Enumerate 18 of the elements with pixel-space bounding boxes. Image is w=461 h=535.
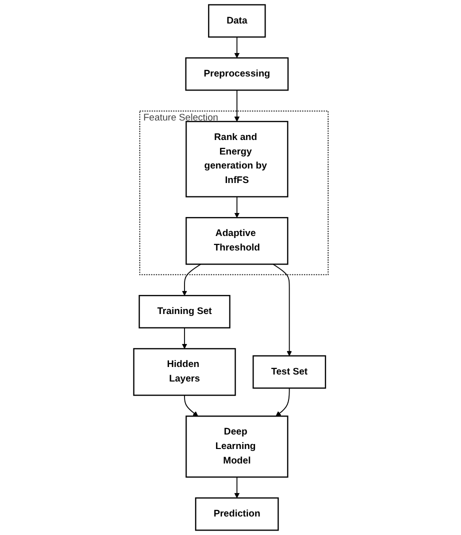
arrow <box>181 327 187 349</box>
arrow <box>275 388 290 416</box>
node-box: Data <box>208 4 266 38</box>
node-box: Adaptive Threshold <box>185 217 288 265</box>
node-box: Test Set <box>252 355 326 389</box>
arrow <box>234 36 240 58</box>
arrow <box>184 394 198 416</box>
node-box: Rank and Energy generation by InfFS <box>185 120 288 198</box>
arrow <box>234 476 240 498</box>
arrow <box>234 196 240 218</box>
node-box: Hidden Layers <box>132 348 236 396</box>
arrow <box>234 90 240 122</box>
node-box: Preprocessing <box>184 57 288 91</box>
arrow <box>181 264 201 296</box>
arrow <box>272 264 292 356</box>
node-box: Prediction <box>194 497 278 531</box>
node-box: Deep Learning Model <box>185 416 288 478</box>
node-box: Training Set <box>138 294 230 328</box>
